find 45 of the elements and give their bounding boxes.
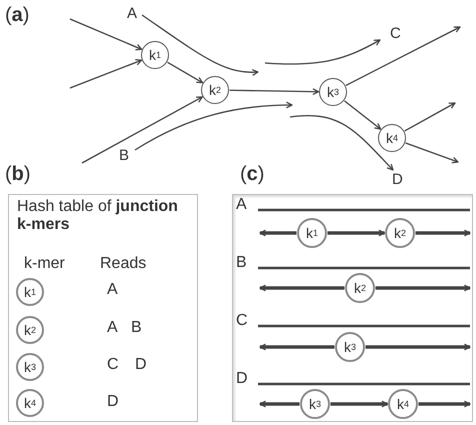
arrow bbox=[328, 230, 386, 236]
arrow bbox=[229, 88, 320, 96]
arrow bbox=[366, 344, 471, 350]
arrow bbox=[70, 59, 142, 89]
arrow bbox=[259, 400, 300, 408]
arrow bbox=[330, 400, 388, 408]
panel-box bbox=[232, 194, 473, 422]
arrow bbox=[376, 284, 471, 292]
arrow bbox=[259, 230, 296, 236]
arrow bbox=[344, 100, 382, 130]
column-header: Reads bbox=[100, 255, 146, 273]
read-label: B bbox=[119, 148, 130, 163]
column-header: k-mer bbox=[24, 255, 65, 273]
table-heading: Hash table of junction k-mers bbox=[17, 198, 179, 234]
read-label: C bbox=[236, 312, 248, 330]
read-name: B bbox=[131, 319, 142, 337]
arrow bbox=[418, 400, 471, 408]
panel-label: (c) bbox=[240, 163, 264, 185]
read-name: D bbox=[107, 393, 119, 411]
read-label: D bbox=[392, 172, 403, 187]
read-label: B bbox=[236, 254, 247, 272]
panel-label: (a) bbox=[5, 4, 30, 26]
arrow bbox=[259, 284, 344, 292]
read-label: A bbox=[127, 6, 138, 21]
panel-label: (b) bbox=[5, 163, 31, 185]
arrow bbox=[259, 344, 334, 350]
arrow bbox=[404, 102, 456, 132]
panel-box bbox=[8, 194, 198, 422]
arrow bbox=[405, 142, 459, 164]
arrow bbox=[264, 39, 381, 65]
arrow bbox=[167, 62, 204, 84]
read-label: A bbox=[236, 196, 247, 214]
arrow bbox=[134, 102, 293, 151]
read-label: D bbox=[236, 370, 248, 388]
read-name: A bbox=[107, 319, 118, 337]
arrow bbox=[142, 14, 259, 76]
arrow bbox=[82, 96, 203, 164]
read-label: C bbox=[390, 26, 401, 41]
read-name: D bbox=[135, 356, 147, 374]
arrow bbox=[70, 18, 142, 50]
read-name: C bbox=[107, 356, 119, 374]
read-name: A bbox=[107, 281, 118, 299]
arrow bbox=[346, 26, 461, 86]
arrow bbox=[290, 115, 394, 171]
arrow bbox=[416, 230, 471, 236]
